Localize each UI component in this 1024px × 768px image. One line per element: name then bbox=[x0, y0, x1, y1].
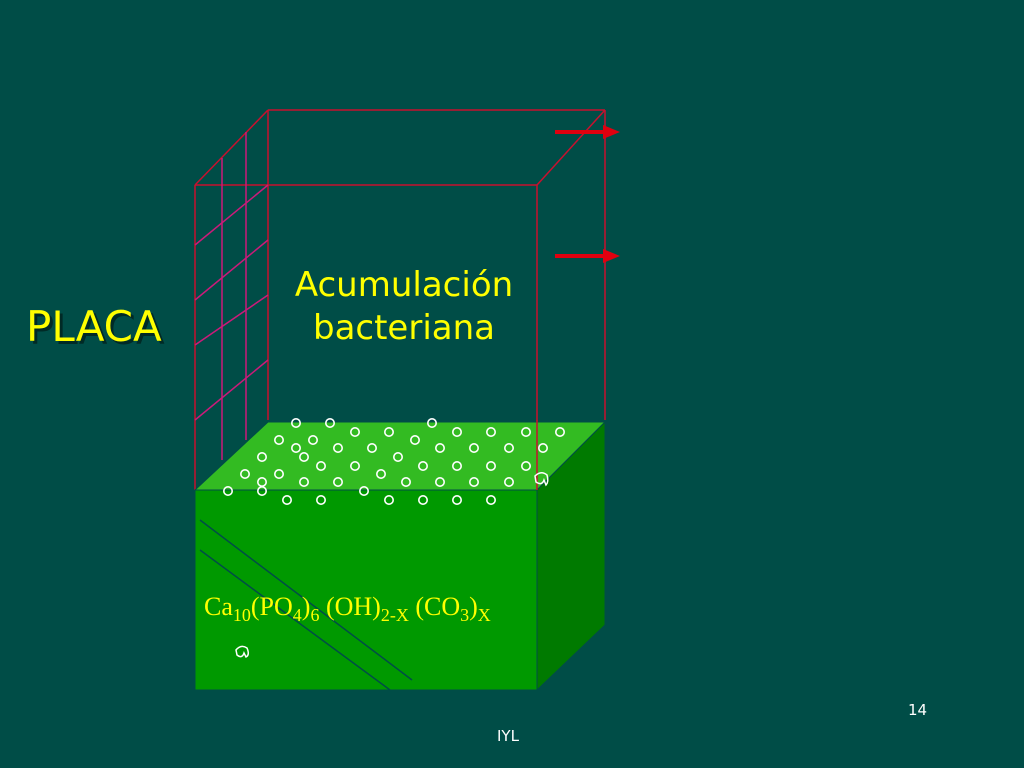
bacteria-layer bbox=[223, 417, 565, 505]
bacteria-circle-icon bbox=[349, 426, 360, 437]
bacteria-circle-icon bbox=[383, 426, 394, 437]
formula-co-close: ) bbox=[469, 592, 478, 621]
box-label-line1: Acumulación bbox=[294, 265, 514, 305]
bacteria-circle-icon bbox=[315, 460, 326, 471]
bacteria-circle-icon bbox=[468, 442, 479, 453]
wireframe-edge-tr bbox=[536, 109, 606, 186]
bacteria-circle-icon bbox=[375, 468, 386, 479]
diagonal-stripe bbox=[199, 519, 413, 681]
formula-co-group-sub: X bbox=[477, 605, 491, 625]
bacteria-blob-icon bbox=[534, 472, 549, 487]
footer-text: IYL bbox=[497, 727, 519, 745]
bacteria-circle-icon bbox=[273, 468, 284, 479]
bacteria-circle-icon bbox=[451, 494, 462, 505]
bacteria-circle-icon bbox=[332, 442, 343, 453]
bacteria-circle-icon bbox=[485, 460, 496, 471]
wireframe-edge-tl bbox=[194, 109, 269, 186]
formula-po-sub: 4 bbox=[292, 605, 302, 625]
formula-po-close: ) bbox=[301, 592, 311, 621]
bacteria-circle-icon bbox=[434, 442, 445, 453]
bacteria-circle-icon bbox=[324, 417, 335, 428]
bacteria-circle-icon bbox=[332, 476, 343, 487]
enamel-block bbox=[193, 420, 607, 692]
bacteria-circle-icon bbox=[256, 451, 267, 462]
bacteria-circle-icon bbox=[485, 494, 496, 505]
wireframe-box bbox=[194, 109, 606, 490]
arrow-right-icon bbox=[555, 125, 620, 139]
bacteria-circle-icon bbox=[451, 460, 462, 471]
bacteria-blob-icon bbox=[235, 645, 250, 659]
bacteria-circle-icon bbox=[417, 460, 428, 471]
formula-po: (PO bbox=[250, 592, 293, 621]
bacteria-circle-icon bbox=[503, 442, 514, 453]
left-face-grid bbox=[194, 132, 269, 460]
bacteria-circle-icon bbox=[426, 417, 437, 428]
bacteria-circle-icon bbox=[349, 460, 360, 471]
bacteria-circle-icon bbox=[358, 485, 369, 496]
chemical-formula: Ca10(PO4)6 (OH)2-X (CO3)X bbox=[204, 592, 491, 626]
bacteria-circle-icon bbox=[281, 494, 292, 505]
bacteria-circle-icon bbox=[520, 460, 531, 471]
bacteria-circle-icon bbox=[392, 451, 403, 462]
bacteria-circle-icon bbox=[307, 434, 318, 445]
bacteria-circle-icon bbox=[417, 494, 428, 505]
bacteria-circle-icon bbox=[298, 451, 309, 462]
bacteria-circle-icon bbox=[290, 442, 301, 453]
bacteria-circle-icon bbox=[223, 485, 234, 496]
formula-ca: Ca bbox=[204, 592, 233, 621]
arrow-right-icon bbox=[555, 249, 620, 263]
bacteria-circle-icon bbox=[315, 494, 326, 505]
bacteria-circle-icon bbox=[468, 476, 479, 487]
bacteria-circle-icon bbox=[409, 434, 420, 445]
formula-oh-sub: 2-X bbox=[380, 605, 409, 625]
formula-co-sub: 3 bbox=[460, 605, 470, 625]
block-front-face bbox=[194, 489, 538, 691]
formula-co: (CO bbox=[408, 592, 461, 621]
bacteria-circle-icon bbox=[240, 468, 251, 479]
formula-oh: (OH) bbox=[319, 592, 381, 621]
formula-ca-sub: 10 bbox=[232, 605, 251, 625]
bacteria-circle-icon bbox=[451, 426, 462, 437]
bacteria-circle-icon bbox=[273, 434, 284, 445]
page-number: 14 bbox=[908, 701, 928, 719]
box-label: Acumulación bacteriana bbox=[272, 264, 536, 349]
bacteria-circle-icon bbox=[503, 476, 514, 487]
bacteria-circle-icon bbox=[485, 426, 496, 437]
bacteria-circle-icon bbox=[383, 494, 394, 505]
bacteria-circle-icon bbox=[290, 417, 301, 428]
bacteria-circle-icon bbox=[520, 426, 531, 437]
bacteria-circle-icon bbox=[298, 476, 309, 487]
box-label-line2: bacteriana bbox=[312, 307, 495, 348]
slide-title: PLACA bbox=[26, 302, 162, 351]
bacteria-circle-icon bbox=[400, 476, 411, 487]
bacteria-circle-icon bbox=[434, 476, 445, 487]
bacteria-circle-icon bbox=[554, 426, 565, 437]
diagonal-stripe bbox=[199, 549, 391, 691]
bacteria-circle-icon bbox=[366, 442, 377, 453]
bacteria-circle-icon bbox=[537, 442, 548, 453]
formula-po-group-sub: 6 bbox=[310, 605, 320, 625]
bacteria-circle-icon bbox=[256, 485, 267, 496]
